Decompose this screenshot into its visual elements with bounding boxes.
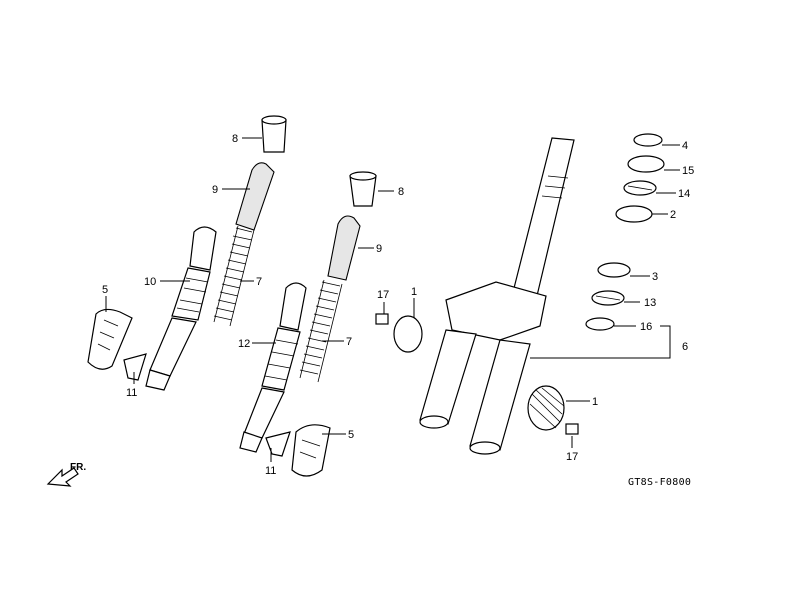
front-direction-label: FR. xyxy=(70,462,86,473)
callout-1-lower: 1 xyxy=(592,396,598,408)
callout-13: 13 xyxy=(644,297,656,309)
callout-15: 15 xyxy=(682,165,694,177)
part-5-bracket-left xyxy=(87,308,133,370)
callout-2: 2 xyxy=(670,209,676,221)
part-4-lock-nut xyxy=(633,133,663,147)
callout-9-left: 9 xyxy=(212,184,218,196)
part-11-clip-right xyxy=(265,431,291,457)
part-16-dust-seal xyxy=(585,317,615,331)
part-12-shock-right xyxy=(239,282,307,453)
part-15-adjust-nut xyxy=(627,155,665,173)
callout-3: 3 xyxy=(652,271,658,283)
callout-8-left: 8 xyxy=(232,133,238,145)
part-6-front-fork xyxy=(419,137,575,455)
part-8-cap-left xyxy=(261,115,287,153)
part-5-bracket-right xyxy=(291,424,331,477)
part-9-rod-left xyxy=(235,162,275,231)
callout-6: 6 xyxy=(682,341,688,353)
part-17-bolt-lower xyxy=(565,423,579,435)
part-1-cover-lower xyxy=(527,385,565,431)
callout-12: 12 xyxy=(238,338,250,350)
part-9-rod-right xyxy=(327,215,361,281)
callout-1-upper: 1 xyxy=(411,286,417,298)
callout-16: 16 xyxy=(640,321,652,333)
callout-9-right: 9 xyxy=(376,243,382,255)
part-14-bearing-upper xyxy=(623,180,657,196)
callout-5-left: 5 xyxy=(102,284,108,296)
callout-8-right: 8 xyxy=(398,186,404,198)
callout-11-left: 11 xyxy=(126,387,137,399)
figure-code: GT8S-F0800 xyxy=(628,477,691,488)
part-1-cover-upper xyxy=(393,315,423,353)
callout-17-upper: 17 xyxy=(377,289,389,301)
front-direction-arrow-icon xyxy=(46,467,79,487)
callout-11-right: 11 xyxy=(265,465,276,477)
part-17-bolt-upper xyxy=(375,313,389,325)
part-11-clip-left xyxy=(123,353,147,381)
part-2-race-upper xyxy=(615,205,653,223)
part-7-spring-right xyxy=(299,279,343,383)
callout-10: 10 xyxy=(144,276,156,288)
part-10-shock-left xyxy=(145,226,217,391)
part-8-cap-right xyxy=(349,171,377,207)
callout-7-right: 7 xyxy=(346,336,352,348)
callout-17-lower: 17 xyxy=(566,451,578,463)
part-7-spring-left xyxy=(213,225,255,327)
callout-7-left: 7 xyxy=(256,276,262,288)
part-13-bearing-lower xyxy=(591,290,625,306)
callout-5-right: 5 xyxy=(348,429,354,441)
part-3-race-lower xyxy=(597,262,631,278)
callout-14: 14 xyxy=(678,188,690,200)
callout-4: 4 xyxy=(682,140,688,152)
